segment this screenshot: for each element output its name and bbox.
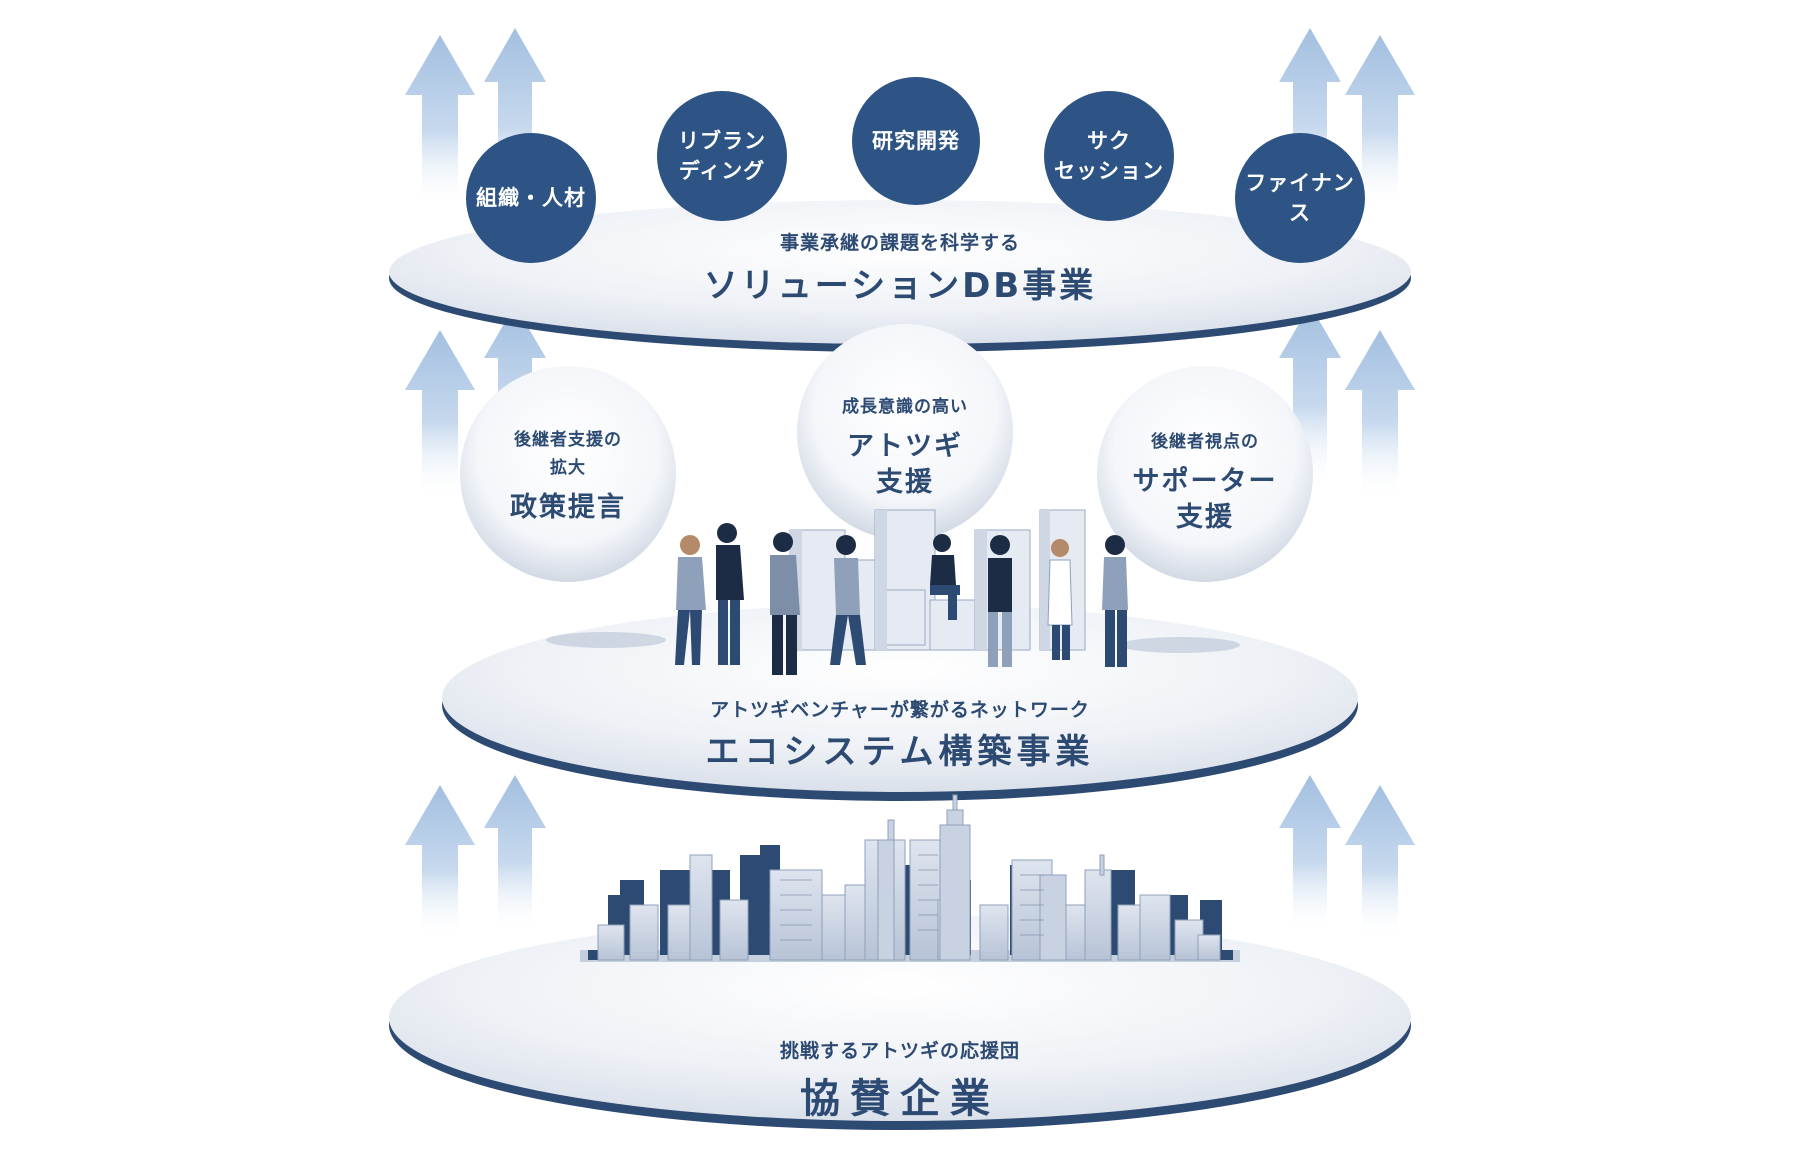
top-platform-title: ソリューションDB事業: [703, 266, 1097, 306]
bubble-policy-sub: 後継者支援の 拡大: [514, 430, 622, 478]
support-bubbles: [460, 324, 1313, 582]
top-platform-subtitle: 事業承継の課題を科学する: [779, 232, 1020, 254]
middle-platform-subtitle: アトツギベンチャーが繋がるネットワーク: [710, 699, 1090, 721]
middle-platform: [442, 604, 1358, 801]
bubble-atotsugi-main: アトツギ 支援: [847, 431, 963, 498]
bubble-supporter-main: サポーター 支援: [1132, 466, 1278, 533]
bottom-platform-subtitle: 挑戦するアトツギの応援団: [779, 1040, 1020, 1062]
circle-finance: ファイナンス: [1235, 133, 1365, 263]
people-network-illustration: [675, 509, 1128, 675]
circle-succession: サク セッション: [1044, 91, 1174, 221]
bubble-policy: [460, 366, 676, 582]
top-platform: [389, 200, 1411, 352]
growth-arrows-bottom: [405, 775, 1415, 940]
bubble-supporter-text: 後継者視点の サポーター 支援: [1105, 428, 1305, 536]
circle-research-development: 研究開発: [852, 77, 980, 205]
bubble-supporter: [1097, 366, 1313, 582]
bubble-policy-main: 政策提言: [510, 492, 626, 523]
bubble-atotsugi-text: 成長意識の高い アトツギ 支援: [805, 393, 1005, 501]
middle-platform-title: エコシステム構築事業: [705, 732, 1095, 772]
bubble-atotsugi: [797, 324, 1013, 540]
circle-organization-hr: 組織・人材: [466, 133, 596, 263]
bubble-atotsugi-sub: 成長意識の高い: [842, 397, 968, 417]
bubble-policy-text: 後継者支援の 拡大 政策提言: [468, 426, 668, 526]
bottom-platform: [389, 915, 1411, 1130]
city-skyline-illustration: [580, 794, 1240, 962]
bubble-supporter-sub: 後継者視点の: [1151, 432, 1259, 452]
bottom-platform-title: 協賛企業: [800, 1076, 1000, 1122]
circle-rebranding: リブラン ディング: [657, 91, 787, 221]
